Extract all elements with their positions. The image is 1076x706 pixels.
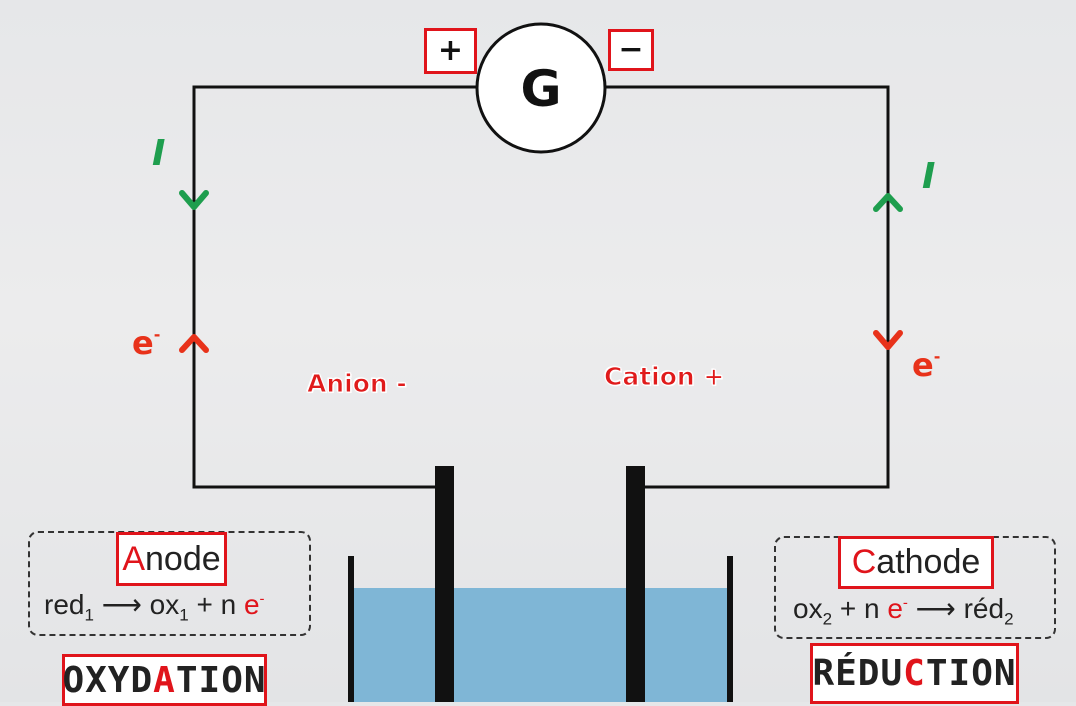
current-arrow-right-up xyxy=(873,193,903,212)
anode-equation: red1 ⟶ ox1 + n e- xyxy=(44,588,265,626)
current-label-right: I xyxy=(922,156,936,197)
electron-symbol: e xyxy=(912,346,934,384)
electrolyte-solution xyxy=(354,588,728,702)
process-highlight: C xyxy=(903,653,926,694)
eq-electron: e- xyxy=(887,593,908,624)
right-wire xyxy=(606,85,890,489)
eq-reductant: red xyxy=(44,589,85,620)
beaker-right-wall xyxy=(727,556,733,702)
eq-arrow: ⟶ xyxy=(907,593,964,624)
eq-oxidant: ox xyxy=(149,589,180,620)
eq-subscript: 1 xyxy=(179,605,189,625)
current-arrow-left-down xyxy=(179,190,209,210)
eq-plus-n: + n xyxy=(188,589,244,620)
eq-oxidant: ox xyxy=(793,593,823,624)
beaker-left-wall xyxy=(348,556,354,702)
eq-subscript: 1 xyxy=(84,605,94,625)
process-text: OXYD xyxy=(62,659,154,701)
eq-plus-n: + n xyxy=(832,593,888,624)
electron-symbol: e xyxy=(132,324,154,362)
process-text: RÉDU xyxy=(812,653,904,694)
galvanometer-label: G xyxy=(520,60,562,118)
anion-label: Anion - xyxy=(307,369,408,399)
anode-name-rest: node xyxy=(145,539,221,578)
anode-electrode xyxy=(435,466,454,702)
negative-terminal-sign: − xyxy=(608,29,654,71)
electron-charge: - xyxy=(153,325,161,344)
eq-electron-symbol: e xyxy=(887,593,903,624)
cathode-initial: C xyxy=(851,543,877,581)
left-wire xyxy=(192,85,476,489)
cation-label: Cation + xyxy=(603,362,725,392)
eq-subscript: 2 xyxy=(1004,609,1014,629)
eq-subscript: 2 xyxy=(822,609,833,629)
current-label-left: I xyxy=(152,133,166,174)
process-text: TION xyxy=(925,653,1017,694)
eq-electron-charge: - xyxy=(259,590,265,608)
eq-reductant: réd xyxy=(963,593,1005,624)
positive-terminal-sign: + xyxy=(424,28,477,74)
eq-electron: e- xyxy=(244,589,265,620)
electron-label-left: e- xyxy=(132,324,160,362)
cathode-electrode xyxy=(626,466,645,702)
galvanometer-circle xyxy=(475,22,607,154)
eq-arrow: ⟶ xyxy=(93,589,150,620)
electron-label-right: e- xyxy=(912,346,940,384)
electron-arrow-left-up xyxy=(179,334,209,353)
process-highlight: A xyxy=(153,659,176,701)
cathode-equation: ox2 + n e- ⟶ réd2 xyxy=(793,592,1014,630)
electron-arrow-right-down xyxy=(873,330,903,350)
cathode-name-rest: athode xyxy=(876,543,981,581)
electron-charge: - xyxy=(933,347,941,366)
process-text: TION xyxy=(175,659,267,701)
eq-electron-charge: - xyxy=(902,594,908,612)
anode-initial: A xyxy=(122,539,146,578)
eq-electron-symbol: e xyxy=(243,589,260,620)
